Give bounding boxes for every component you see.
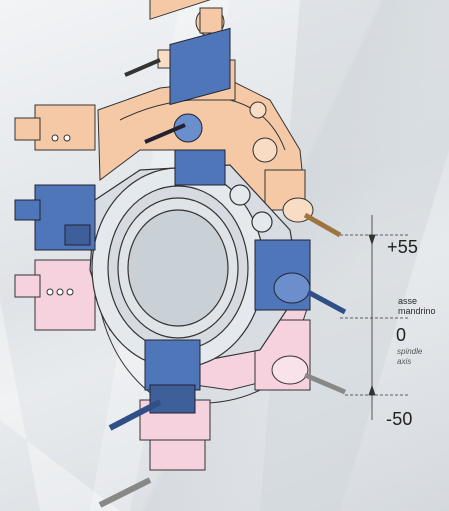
tool-holder-bottom-pink — [98, 399, 211, 508]
tool-holder-left-pink — [14, 259, 96, 331]
upper-turret-body — [97, 79, 306, 211]
tool-holder-left-blue — [14, 184, 96, 251]
main-disc — [89, 164, 301, 369]
axis-label-line1: asse — [398, 296, 418, 306]
drill-right-orange — [264, 169, 342, 238]
axis-label-line2: mandrino — [398, 306, 436, 316]
dimension-upper-label: +55 — [387, 237, 419, 257]
tool-holder-top-blue — [144, 27, 231, 186]
dimension-lower-label: -50 — [386, 409, 413, 429]
axis-caption-line1: spindle — [397, 347, 423, 356]
dimension-lines — [340, 215, 410, 420]
dimension-zero-label: 0 — [396, 325, 407, 345]
drill-right-blue — [254, 239, 347, 315]
tool-holder-bottom-blue — [108, 339, 201, 431]
tool-holder-left-orange — [14, 104, 96, 151]
axis-caption-line2: axis — [397, 357, 412, 366]
